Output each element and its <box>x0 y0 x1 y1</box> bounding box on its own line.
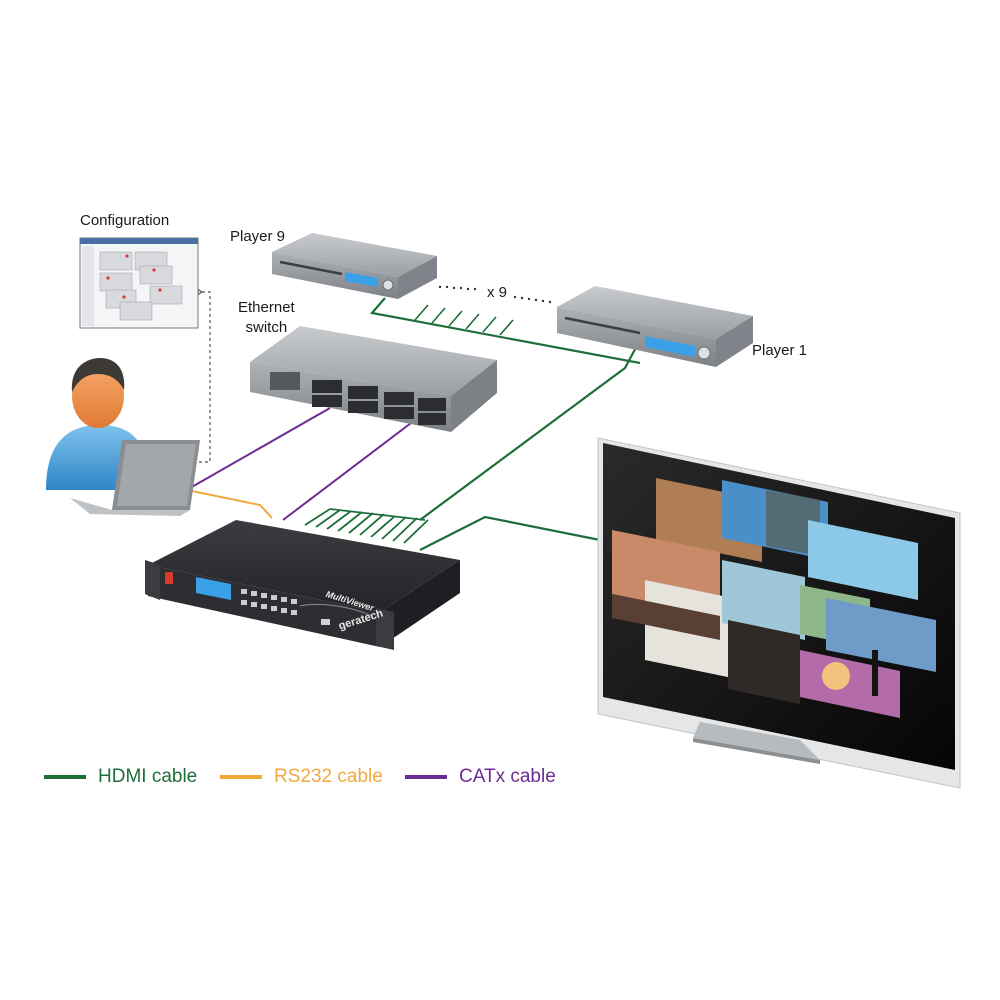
hdmi-cable-player9 <box>369 297 641 365</box>
player-1-device <box>557 286 753 367</box>
players-multiplier-label: x 9 <box>487 284 508 301</box>
legend-swatch-catx <box>405 775 447 779</box>
configuration-label: Configuration <box>80 212 170 229</box>
hdmi-cable-tv <box>419 515 601 551</box>
player-9-label: Player 9 <box>230 228 286 245</box>
multiviewer-ir-icon <box>321 619 330 625</box>
multiviewer-power-button <box>165 572 173 584</box>
player-9-display <box>345 272 378 287</box>
legend-item-hdmi: HDMI cable <box>44 765 197 789</box>
legend-swatch-rs232 <box>220 775 262 779</box>
multiviewer-device <box>145 520 460 650</box>
multiviewer-buttons <box>241 589 297 615</box>
players-ellipsis <box>438 285 552 304</box>
legend-item-rs232: RS232 cable <box>220 765 383 789</box>
user-head <box>72 364 124 428</box>
catx-cable-laptop <box>189 407 331 489</box>
hdmi-fan-top <box>414 304 514 336</box>
ethernet-switch-label-line1: Ethernet <box>238 299 295 316</box>
player-1-knob-icon <box>697 346 711 360</box>
ethernet-switch-label-line2: switch <box>245 319 288 336</box>
tv <box>597 437 961 789</box>
legend-label-catx: CATx cable <box>459 766 556 787</box>
configuration-window <box>79 237 199 329</box>
hdmi-bundle-multiviewer <box>304 508 429 544</box>
user-hair <box>71 358 125 392</box>
player-9-knob-icon <box>382 279 394 291</box>
catx-cable-multiviewer <box>282 419 416 521</box>
ethernet-switch-label: Ethernet switch <box>238 298 295 338</box>
legend-label-hdmi: HDMI cable <box>98 766 198 787</box>
player-1-label: Player 1 <box>752 342 808 359</box>
legend-item-catx: CATx cable <box>405 765 556 789</box>
laptop <box>70 440 200 516</box>
multiviewer-lcd <box>196 577 231 600</box>
tv-screen-tiles <box>612 478 936 718</box>
legend-label-rs232: RS232 cable <box>274 766 383 787</box>
legend-swatch-hdmi <box>44 775 86 779</box>
tv-stand <box>693 722 820 760</box>
multiviewer-front-swoosh <box>299 603 373 617</box>
config-tiles <box>99 251 183 321</box>
switch-ports <box>270 372 446 425</box>
player-9-device <box>272 233 437 299</box>
rs232-cable <box>186 489 273 519</box>
ethernet-switch-device <box>250 326 497 432</box>
player-1-display <box>645 336 695 357</box>
